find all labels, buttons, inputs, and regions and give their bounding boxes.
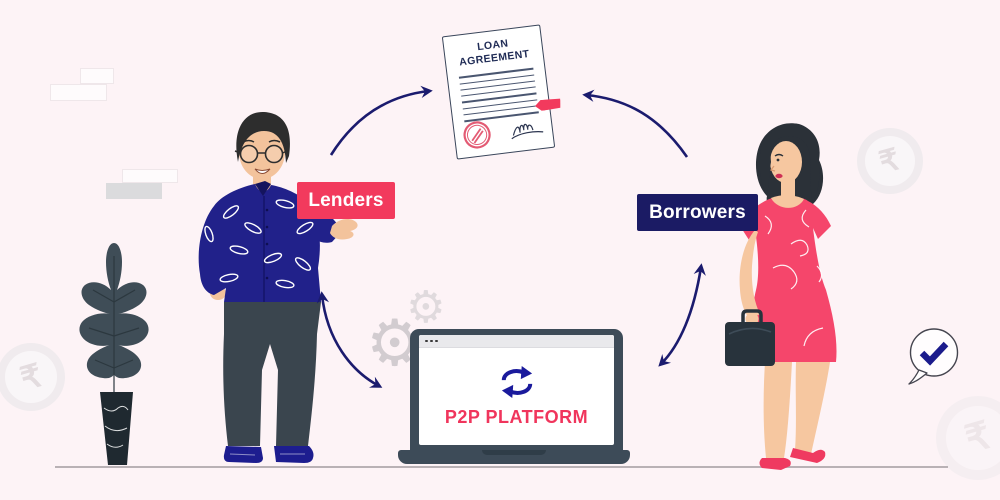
decor-brick xyxy=(122,169,178,183)
screen-content: P2P PLATFORM xyxy=(419,348,614,445)
laptop-notch xyxy=(482,450,546,455)
borrower-figure xyxy=(725,123,837,470)
shoe-detail xyxy=(229,453,305,456)
plant-illustration xyxy=(79,243,149,465)
eye xyxy=(776,158,780,162)
hair xyxy=(236,111,290,163)
window-dot-icon xyxy=(425,339,428,343)
neckline xyxy=(771,195,804,208)
face xyxy=(239,125,285,179)
rupee-coin-icon: ₹ xyxy=(0,343,65,411)
decor-brick xyxy=(106,183,162,199)
laptop-base xyxy=(398,450,630,464)
left-arm xyxy=(739,230,760,319)
checkmark-icon xyxy=(919,341,949,366)
window-dot-icon xyxy=(435,339,438,343)
laptop-screen: P2P PLATFORM xyxy=(419,335,614,445)
buttons xyxy=(265,208,269,280)
leaf-veins xyxy=(88,256,140,394)
gear-icon: ⚙ xyxy=(406,282,446,333)
loan-agreement-document: LOAN AGREEMENT xyxy=(441,24,555,160)
right-hand xyxy=(330,218,358,240)
browser-bar xyxy=(419,335,614,348)
shoe xyxy=(790,448,826,463)
briefcase-icon xyxy=(725,322,775,366)
briefcase-detail xyxy=(728,327,772,335)
back-leg xyxy=(795,362,830,454)
lender-figure xyxy=(198,111,358,463)
front-leg xyxy=(763,362,792,458)
coin-face: ₹ xyxy=(864,135,916,187)
borrowers-badge: Borrowers xyxy=(637,194,758,231)
rupee-symbol: ₹ xyxy=(16,356,46,398)
signature-icon xyxy=(511,123,544,140)
arrow-borrower-to-agreement xyxy=(582,89,689,158)
neck xyxy=(781,178,795,200)
lips xyxy=(775,173,783,179)
pot-pattern xyxy=(103,405,129,448)
stamp-icon xyxy=(463,121,491,149)
plant-pot xyxy=(100,392,133,465)
hair-front xyxy=(759,123,820,202)
shirt xyxy=(198,184,321,302)
collar xyxy=(255,181,271,196)
window-dot-icon xyxy=(430,339,433,343)
face xyxy=(770,141,802,183)
ground-line xyxy=(55,466,948,468)
platform-label: P2P PLATFORM xyxy=(444,407,589,427)
pants xyxy=(223,302,321,446)
eyebrows xyxy=(242,139,281,143)
coin-face: ₹ xyxy=(946,406,1000,470)
nose xyxy=(769,165,776,172)
glasses-icon xyxy=(234,144,288,164)
rupee-symbol: ₹ xyxy=(876,142,904,180)
lenders-badge: Lenders xyxy=(297,182,395,219)
dress xyxy=(740,196,837,362)
exchange-icon xyxy=(501,365,532,399)
document-text-lines xyxy=(458,67,539,123)
rupee-coin-icon: ₹ xyxy=(857,128,923,194)
shirt-pattern xyxy=(204,199,314,289)
loan-agreement-title: LOAN AGREEMENT xyxy=(444,33,543,71)
arrow-borrower-platform xyxy=(658,263,706,367)
laptop-illustration: P2P PLATFORM xyxy=(410,329,623,450)
coin-face: ₹ xyxy=(5,351,57,403)
rupee-symbol: ₹ xyxy=(960,414,996,462)
eyebrow xyxy=(774,153,784,157)
decor-brick xyxy=(50,84,107,101)
shoe xyxy=(759,458,791,470)
smile xyxy=(254,168,271,174)
check-bubble-icon xyxy=(908,328,959,385)
briefcase-handle xyxy=(741,309,763,324)
decor-brick xyxy=(80,68,114,84)
